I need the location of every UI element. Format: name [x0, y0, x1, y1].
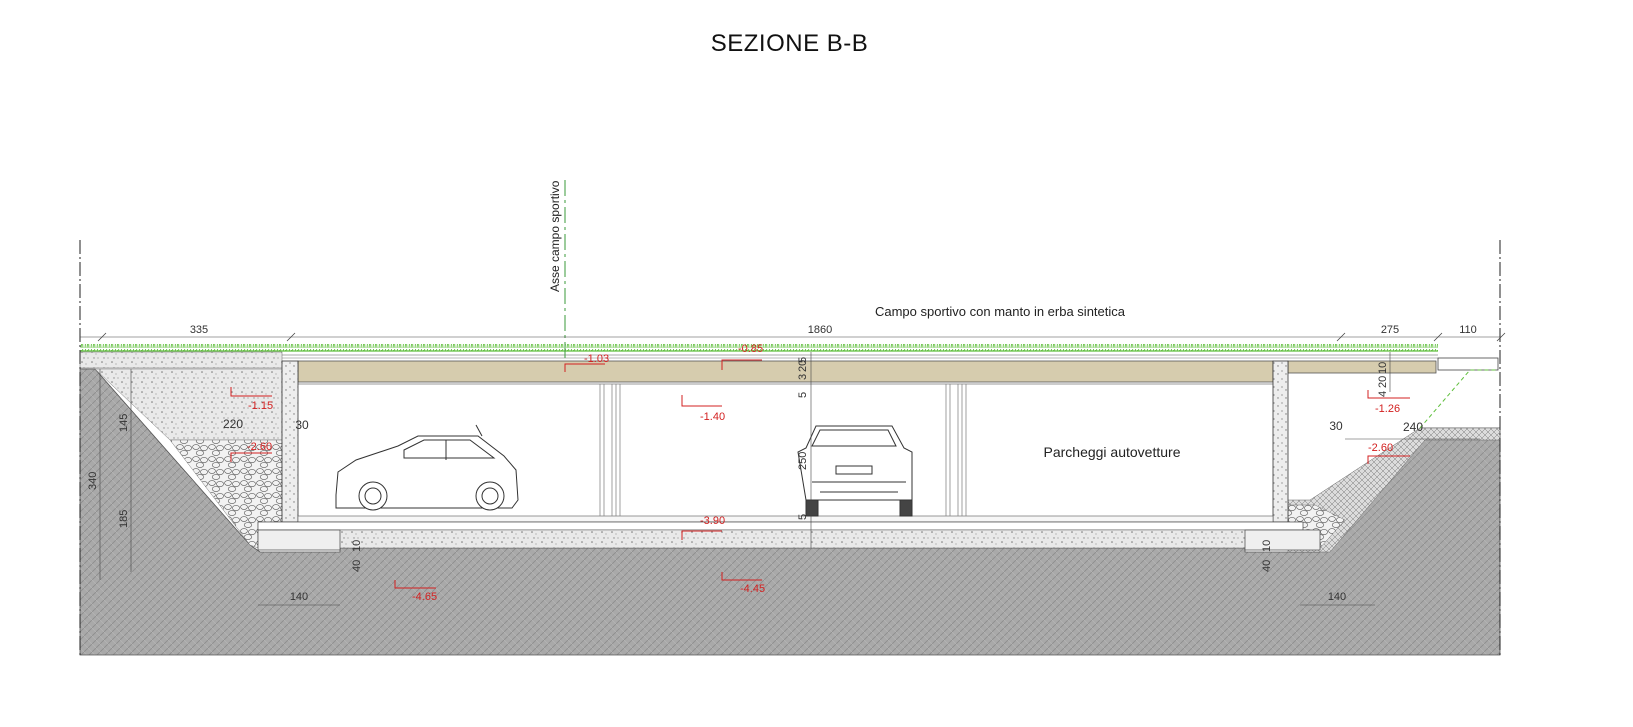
foundation-gravel	[257, 529, 1304, 549]
right-curb	[1437, 357, 1499, 371]
field-axis-label: Asse campo sportivo	[548, 180, 562, 292]
foundation-raft	[257, 521, 1304, 531]
level-4: -1.40	[700, 411, 725, 423]
grass-surface	[80, 344, 1438, 351]
slab-dimension-texts: 5 3 20 5 250 5	[797, 357, 809, 520]
right-dim-40: 40	[1261, 560, 1273, 572]
right-dim-30: 30	[1329, 419, 1343, 433]
left-dim-10: 10	[351, 540, 363, 552]
right-slab	[1287, 360, 1437, 374]
right-slab-dim-4: 4	[1377, 391, 1389, 397]
column-right	[945, 384, 967, 516]
car-rear-view	[797, 425, 913, 517]
left-dim-185: 185	[118, 510, 130, 528]
dim-335: 335	[190, 324, 208, 336]
car-side-view	[335, 424, 519, 511]
field-surface-label: Campo sportivo con manto in erba sinteti…	[875, 304, 1126, 319]
left-ground-strip	[79, 351, 283, 369]
level-2: -0.85	[738, 343, 763, 355]
right-footing	[1244, 529, 1321, 551]
left-dim-30: 30	[295, 418, 309, 432]
level-3: -1.15	[248, 400, 273, 412]
right-slab-dim-20: 20	[1377, 376, 1389, 388]
svg-text:20: 20	[797, 360, 809, 372]
svg-text:3: 3	[797, 374, 809, 380]
level-5: -2.60	[247, 441, 272, 453]
left-footing	[257, 529, 341, 551]
right-slab-dim-10: 10	[1377, 362, 1389, 374]
top-dimension-ticks	[97, 332, 1506, 342]
left-wall	[281, 360, 299, 523]
svg-text:250: 250	[797, 452, 809, 470]
dim-110: 110	[1459, 324, 1477, 336]
left-dim-40: 40	[351, 560, 363, 572]
level-1: -1.03	[584, 353, 609, 365]
left-dim-220: 220	[223, 417, 243, 431]
level-9: -1.26	[1375, 403, 1400, 415]
left-dim-140: 140	[290, 591, 308, 603]
drawing-title: SEZIONE B-B	[710, 30, 869, 57]
level-10: -2.60	[1368, 442, 1393, 454]
column-left	[599, 384, 621, 516]
dim-1860: 1860	[808, 324, 832, 336]
parking-label: Parcheggi autovetture	[1044, 444, 1181, 460]
left-dim-145: 145	[118, 414, 130, 432]
level-7: -4.65	[412, 591, 437, 603]
level-8: -4.45	[740, 583, 765, 595]
level-6: -3.90	[700, 515, 725, 527]
level-markers	[230, 359, 1410, 589]
roof-slab	[297, 360, 1274, 383]
svg-text:5: 5	[797, 514, 809, 520]
right-dim-140: 140	[1328, 591, 1346, 603]
right-dim-240: 240	[1403, 420, 1423, 434]
right-wall	[1272, 360, 1289, 523]
svg-text:5: 5	[797, 392, 809, 398]
dim-275: 275	[1381, 324, 1399, 336]
floor-slab	[297, 515, 1274, 523]
right-slope-green	[1419, 369, 1498, 429]
right-dim-10: 10	[1261, 540, 1273, 552]
left-dim-340: 340	[87, 472, 99, 490]
svg-text:5: 5	[797, 357, 809, 363]
